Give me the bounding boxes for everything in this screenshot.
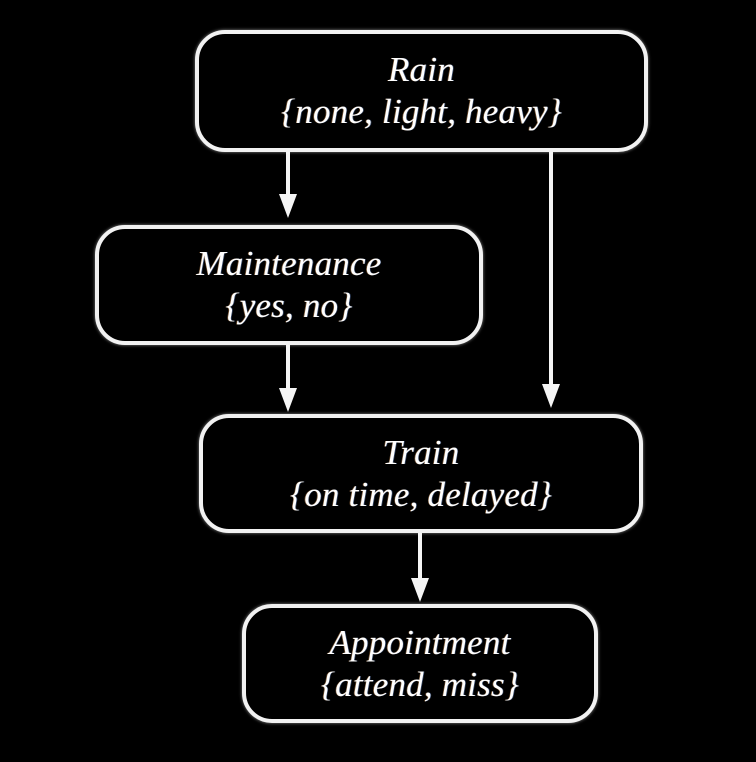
edge-rain-to-train [542,152,560,408]
arrowhead-icon [542,384,560,408]
edge-rain-to-maintenance [279,150,297,218]
arrowhead-icon [411,578,429,602]
node-maintenance-states: {yes, no} [225,286,353,325]
node-rain-label: Rain [388,50,455,90]
node-maintenance[interactable]: Maintenance {yes, no} [95,225,483,345]
node-appointment[interactable]: Appointment {attend, miss} [242,604,598,723]
node-train-label: Train [382,432,460,472]
node-maintenance-label: Maintenance [196,244,382,284]
arrowhead-icon [279,388,297,412]
node-train[interactable]: Train {on time, delayed} [199,414,643,533]
node-rain[interactable]: Rain {none, light, heavy} [195,30,648,152]
node-rain-states: {none, light, heavy} [281,92,562,131]
arrowhead-icon [279,194,297,218]
edge-maintenance-to-train [279,344,297,412]
node-appointment-states: {attend, miss} [320,664,520,704]
edge-train-to-appointment [411,532,429,602]
node-train-states: {on time, delayed} [290,474,552,514]
node-appointment-label: Appointment [329,622,511,662]
